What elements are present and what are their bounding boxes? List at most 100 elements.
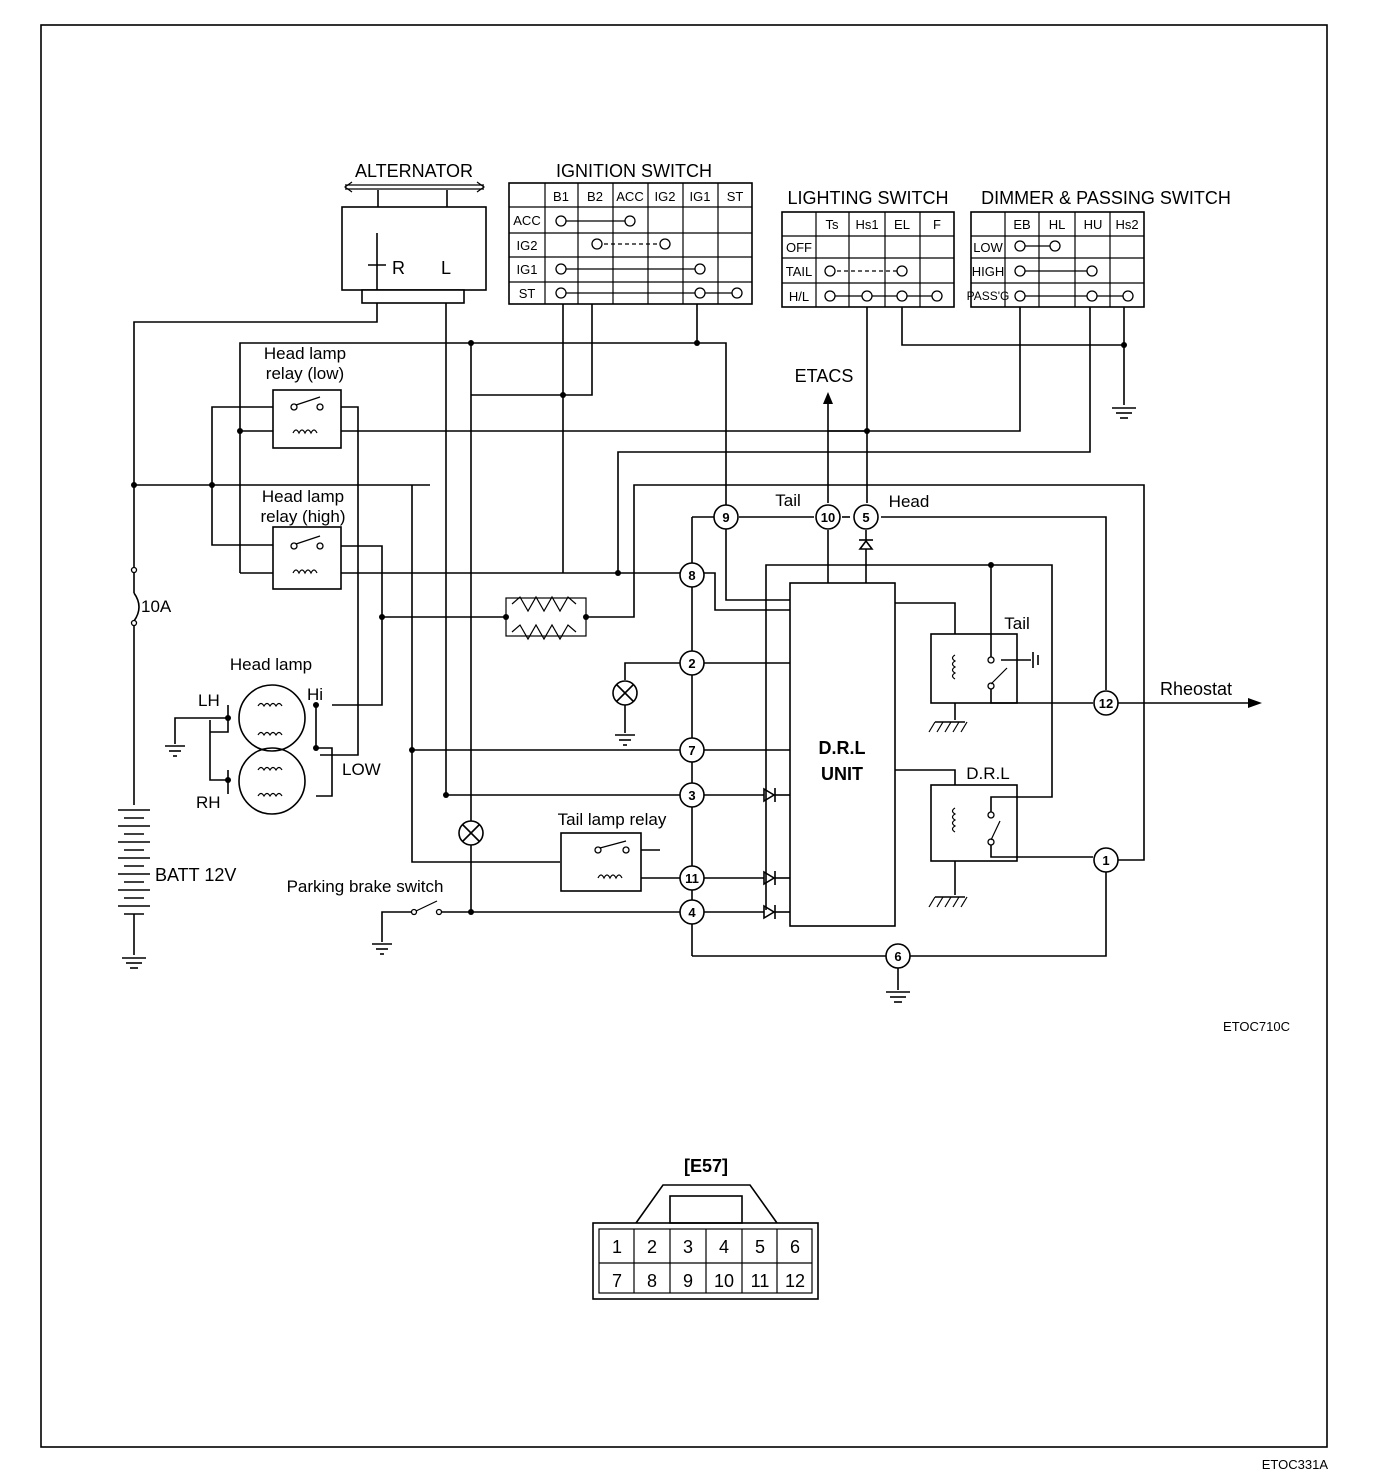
svg-text:10: 10 bbox=[821, 510, 835, 525]
hl-relay-low-label2: relay (low) bbox=[266, 364, 344, 383]
ls-col-ts: Ts bbox=[826, 217, 840, 232]
drl-unit bbox=[789, 582, 896, 927]
dim-col-hl: HL bbox=[1049, 217, 1066, 232]
ls-col-el: EL bbox=[894, 217, 910, 232]
connector-pin-5: 5 bbox=[755, 1237, 765, 1257]
ls-row-off: OFF bbox=[786, 240, 812, 255]
head-label: Head bbox=[889, 492, 930, 511]
pin-4: 4 bbox=[679, 899, 705, 925]
tail-relay-label: Tail bbox=[1004, 614, 1030, 633]
tail-relay bbox=[930, 633, 1018, 704]
connector-pin-2: 2 bbox=[647, 1237, 657, 1257]
pin-3: 3 bbox=[679, 782, 705, 808]
head-lamp-relay-low bbox=[272, 389, 342, 449]
tail-lamp-relay-label: Tail lamp relay bbox=[558, 810, 667, 829]
drl-unit-label2: UNIT bbox=[821, 764, 863, 784]
svg-text:1: 1 bbox=[1102, 853, 1109, 868]
drl-unit-label1: D.R.L bbox=[819, 738, 866, 758]
tail-label: Tail bbox=[775, 491, 801, 510]
connector-pin-4: 4 bbox=[719, 1237, 729, 1257]
tail-lamp-relay bbox=[560, 832, 642, 892]
head-lamp-lh-label: LH bbox=[198, 691, 220, 710]
alternator: ALTERNATOR R L bbox=[341, 161, 487, 304]
ign-col-acc: ACC bbox=[616, 189, 643, 204]
svg-text:5: 5 bbox=[862, 510, 869, 525]
pin-12: 12 bbox=[1093, 690, 1119, 716]
dim-row-low: LOW bbox=[973, 240, 1003, 255]
pin-11: 11 bbox=[679, 865, 705, 891]
rheostat-label: Rheostat bbox=[1160, 679, 1232, 699]
dimmer-switch-label: DIMMER & PASSING SWITCH bbox=[981, 188, 1231, 208]
hl-relay-high-label1: Head lamp bbox=[262, 487, 344, 506]
svg-text:9: 9 bbox=[722, 510, 729, 525]
pin-10: 10 bbox=[815, 504, 841, 530]
lighting-switch-label: LIGHTING SWITCH bbox=[788, 188, 949, 208]
connector-pin-9: 9 bbox=[683, 1271, 693, 1291]
ignition-switch: IGNITION SWITCH B1 B2 ACC IG2 IG1 ST ACC… bbox=[508, 161, 753, 305]
diagram-code-2: ETOC331A bbox=[1262, 1457, 1329, 1472]
head-lamp-hi-label: Hi bbox=[307, 685, 323, 704]
dim-row-passg: PASS'G bbox=[967, 289, 1010, 303]
head-lamp-lh bbox=[238, 684, 306, 752]
battery-label: BATT 12V bbox=[155, 865, 236, 885]
connector-pin-1: 1 bbox=[612, 1237, 622, 1257]
ign-row-acc: ACC bbox=[513, 213, 540, 228]
connector-e57: [E57] 1 2 3 4 5 6 7 8 9 10 11 12 bbox=[592, 1156, 819, 1300]
head-lamp-rh bbox=[238, 747, 306, 815]
parking-brake-label: Parking brake switch bbox=[287, 877, 444, 896]
dim-col-hu: HU bbox=[1084, 217, 1103, 232]
hl-relay-low-label1: Head lamp bbox=[264, 344, 346, 363]
connector-pin-11: 11 bbox=[751, 1271, 770, 1291]
ls-col-hs1: Hs1 bbox=[855, 217, 878, 232]
hl-relay-high-label2: relay (high) bbox=[260, 507, 345, 526]
ign-col-b1: B1 bbox=[553, 189, 569, 204]
ls-row-hl: H/L bbox=[789, 289, 809, 304]
junctions bbox=[131, 340, 1127, 798]
drl-pins: 9 10 5 8 2 7 3 11 4 6 12 1 bbox=[679, 504, 1119, 969]
ls-col-f: F bbox=[933, 217, 941, 232]
ignition-switch-label: IGNITION SWITCH bbox=[556, 161, 712, 181]
pin-8: 8 bbox=[679, 562, 705, 588]
pin-1: 1 bbox=[1093, 847, 1119, 873]
head-lamp-rh-label: RH bbox=[196, 793, 221, 812]
alt-r-label: R bbox=[392, 258, 405, 278]
connector-pin-10: 10 bbox=[714, 1271, 734, 1291]
ign-row-ig1: IG1 bbox=[517, 262, 538, 277]
diagram-frame bbox=[40, 24, 1328, 1448]
connector-pin-7: 7 bbox=[612, 1271, 622, 1291]
dim-row-high: HIGH bbox=[972, 264, 1005, 279]
alternator-label: ALTERNATOR bbox=[355, 161, 473, 181]
pin-6: 6 bbox=[885, 943, 911, 969]
dimmer-passing-switch: DIMMER & PASSING SWITCH EB HL HU Hs2 LOW… bbox=[967, 188, 1231, 308]
ign-row-st: ST bbox=[519, 286, 536, 301]
head-lamp-label: Head lamp bbox=[230, 655, 312, 674]
head-lamp-low-label: LOW bbox=[342, 760, 381, 779]
pin-5: 5 bbox=[853, 504, 879, 530]
connector-label: [E57] bbox=[684, 1156, 728, 1176]
svg-text:3: 3 bbox=[688, 788, 695, 803]
svg-text:8: 8 bbox=[688, 568, 695, 583]
ign-col-st: ST bbox=[727, 189, 744, 204]
pin-7: 7 bbox=[679, 737, 705, 763]
head-lamp-relay-high bbox=[272, 526, 342, 590]
ign-col-ig1: IG1 bbox=[690, 189, 711, 204]
connector-pin-12: 12 bbox=[785, 1271, 805, 1291]
svg-text:2: 2 bbox=[688, 656, 695, 671]
ign-col-b2: B2 bbox=[587, 189, 603, 204]
ls-row-tail: TAIL bbox=[786, 264, 813, 279]
ign-col-ig2: IG2 bbox=[655, 189, 676, 204]
connector-pin-8: 8 bbox=[647, 1271, 657, 1291]
svg-text:11: 11 bbox=[685, 871, 699, 886]
dim-col-hs2: Hs2 bbox=[1115, 217, 1138, 232]
ign-row-ig2: IG2 bbox=[517, 238, 538, 253]
svg-text:6: 6 bbox=[894, 949, 901, 964]
alt-l-label: L bbox=[441, 258, 451, 278]
dim-col-eb: EB bbox=[1013, 217, 1030, 232]
svg-text:7: 7 bbox=[688, 743, 695, 758]
battery bbox=[118, 809, 150, 915]
diagram-code-1: ETOC710C bbox=[1223, 1019, 1290, 1034]
pin-9: 9 bbox=[713, 504, 739, 530]
connector-pin-3: 3 bbox=[683, 1237, 693, 1257]
wiring: Head lamp relay (low) Head lamp relay (h… bbox=[118, 303, 1262, 1003]
